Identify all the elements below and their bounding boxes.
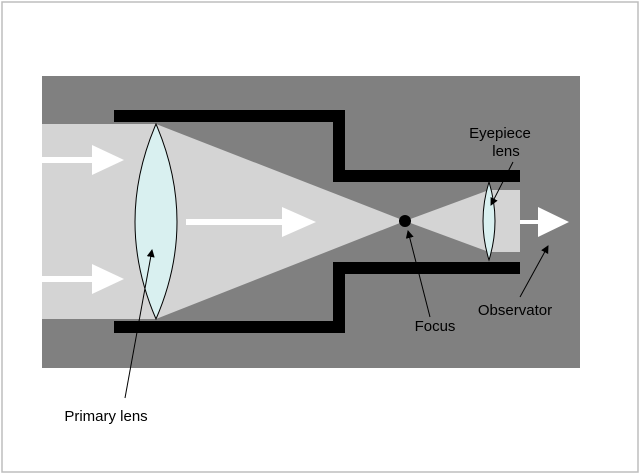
arrow-to-observer xyxy=(520,207,569,237)
diverging-light-cone xyxy=(405,190,489,252)
observer-label: Observator xyxy=(478,302,552,319)
light-direction-arrows xyxy=(42,145,569,294)
primary-lens-label: Primary lens xyxy=(64,408,147,425)
arrow-incoming-bottom xyxy=(42,264,124,294)
primary-lens xyxy=(134,122,178,321)
tube-upper-wall xyxy=(114,110,520,182)
primary-lens-pointer xyxy=(124,249,155,399)
focus-label: Focus xyxy=(415,318,456,335)
arrow-inside-tube xyxy=(186,207,316,237)
eyepiece-label-line1: Eyepiece xyxy=(469,125,531,142)
eyepiece-label-line2: lens xyxy=(492,143,520,160)
observer-pointer xyxy=(519,245,549,298)
tube-lower-wall xyxy=(114,262,520,333)
focus-pointer xyxy=(405,230,431,318)
focus-point xyxy=(399,215,411,227)
arrow-incoming-top xyxy=(42,145,124,175)
eyepiece-pointer xyxy=(490,161,514,206)
